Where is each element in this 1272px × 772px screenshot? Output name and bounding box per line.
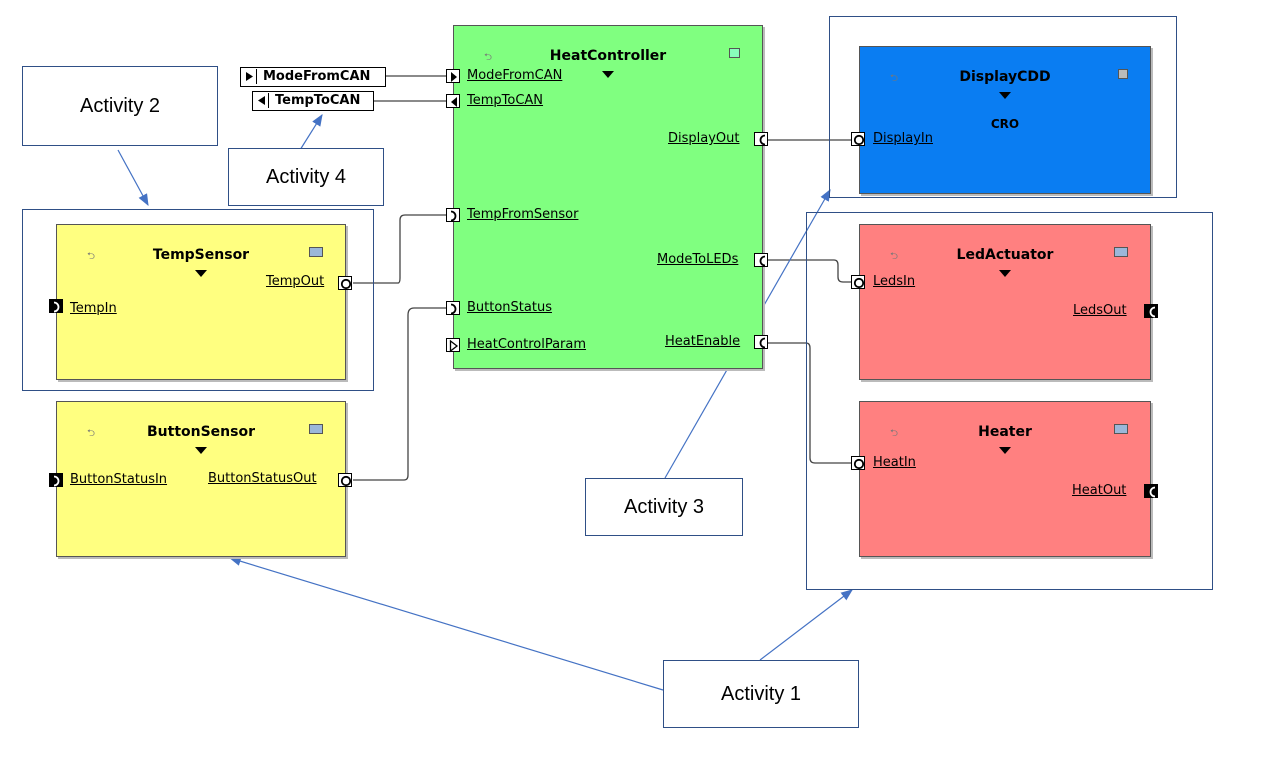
component-type-icon: ⮌ xyxy=(890,428,899,439)
port-temp-to-can[interactable] xyxy=(446,94,460,108)
component-type-icon: ⮌ xyxy=(484,52,493,63)
sensor-icon xyxy=(309,247,323,257)
port-label-heat-enable: HeatEnable xyxy=(665,334,741,349)
port-label-leds-out: LedsOut xyxy=(1073,303,1127,318)
expand-icon[interactable] xyxy=(999,270,1011,277)
cdd-icon xyxy=(1118,69,1128,79)
arrow-activity2 xyxy=(117,149,149,207)
actuator-icon xyxy=(1114,424,1128,434)
arrow-activity1-left xyxy=(228,556,664,691)
component-type-icon: ⮌ xyxy=(890,251,899,262)
port-label-temp-to-can: TempToCAN xyxy=(467,93,544,108)
component-heat-controller[interactable]: ⮌ HeatController xyxy=(453,25,763,369)
port-display-in[interactable] xyxy=(851,132,865,146)
group-activity2 xyxy=(22,209,374,391)
port-label-button-status: ButtonStatus xyxy=(467,300,552,315)
expand-icon[interactable] xyxy=(999,92,1011,99)
port-leds-out[interactable] xyxy=(1144,304,1158,318)
port-label-heat-out: HeatOut xyxy=(1072,483,1127,498)
port-label-heat-control-param: HeatControlParam xyxy=(467,337,587,352)
external-port-label: TempToCAN xyxy=(275,93,361,108)
component-temp-sensor[interactable]: ⮌ TempSensor xyxy=(56,224,346,380)
port-temp-out[interactable] xyxy=(338,276,352,290)
port-display-out[interactable] xyxy=(754,132,768,146)
port-button-status-in[interactable] xyxy=(49,473,63,487)
component-subtitle: CRO xyxy=(990,117,1020,131)
port-label-mode-from-can: ModeFromCAN xyxy=(467,68,563,83)
port-heat-in[interactable] xyxy=(851,456,865,470)
port-label-button-status-out: ButtonStatusOut xyxy=(208,471,317,486)
group-activity1 xyxy=(806,212,1213,590)
port-mode-from-can[interactable] xyxy=(446,69,460,83)
port-leds-in[interactable] xyxy=(851,275,865,289)
expand-icon[interactable] xyxy=(602,71,614,78)
arrow-activity1-right xyxy=(759,589,853,661)
component-title: HeatController xyxy=(549,48,667,64)
swc-icon xyxy=(729,48,740,58)
port-label-button-status-in: ButtonStatusIn xyxy=(70,472,168,487)
port-mode-to-leds[interactable] xyxy=(754,253,768,267)
group-activity3 xyxy=(829,16,1177,198)
component-title: ButtonSensor xyxy=(146,424,255,440)
wire-leds xyxy=(768,259,851,283)
port-label-heat-in: HeatIn xyxy=(873,455,916,470)
component-type-icon: ⮌ xyxy=(87,251,96,262)
component-title: TempSensor xyxy=(152,247,250,263)
sensor-icon xyxy=(309,424,323,434)
port-label-temp-out: TempOut xyxy=(266,274,325,289)
component-heater[interactable]: ⮌ Heater xyxy=(859,401,1151,557)
port-button-status-out[interactable] xyxy=(338,473,352,487)
component-display-cdd[interactable]: ⮌ DisplayCDD CRO xyxy=(859,46,1151,194)
port-label-display-in: DisplayIn xyxy=(873,131,933,146)
component-type-icon: ⮌ xyxy=(890,73,899,84)
actuator-icon xyxy=(1114,247,1128,257)
external-port-mode-from-can[interactable]: ModeFromCAN xyxy=(240,67,386,87)
port-provided-icon xyxy=(242,69,257,84)
port-button-status[interactable] xyxy=(446,301,460,315)
port-heat-out[interactable] xyxy=(1144,484,1158,498)
expand-icon[interactable] xyxy=(195,447,207,454)
annotation-activity1: Activity 1 xyxy=(663,660,859,728)
port-label-leds-in: LedsIn xyxy=(873,274,916,289)
port-label-temp-in: TempIn xyxy=(70,301,117,316)
arrow-activity4 xyxy=(299,113,323,151)
port-heat-control-param[interactable] xyxy=(446,338,460,353)
wire-temp xyxy=(353,214,446,284)
port-heat-enable[interactable] xyxy=(754,335,768,349)
component-title: Heater xyxy=(978,424,1032,440)
port-label-display-out: DisplayOut xyxy=(668,131,740,146)
component-type-icon: ⮌ xyxy=(87,428,96,439)
wire-heat xyxy=(768,342,851,464)
port-label-temp-from-sensor: TempFromSensor xyxy=(467,207,579,222)
component-led-actuator[interactable]: ⮌ LedActuator xyxy=(859,224,1151,380)
port-temp-in[interactable] xyxy=(49,299,63,313)
wire-button xyxy=(353,307,446,481)
component-title: DisplayCDD xyxy=(959,69,1051,85)
port-label-mode-to-leds: ModeToLEDs xyxy=(657,252,739,267)
annotation-activity2: Activity 2 xyxy=(22,66,218,146)
annotation-activity4: Activity 4 xyxy=(228,148,384,206)
port-required-icon xyxy=(254,93,269,108)
expand-icon[interactable] xyxy=(999,447,1011,454)
port-temp-from-sensor[interactable] xyxy=(446,208,460,222)
expand-icon[interactable] xyxy=(195,270,207,277)
external-port-label: ModeFromCAN xyxy=(263,69,371,84)
annotation-activity3: Activity 3 xyxy=(585,478,743,536)
component-title: LedActuator xyxy=(956,247,1054,263)
external-port-temp-to-can[interactable]: TempToCAN xyxy=(252,91,374,111)
